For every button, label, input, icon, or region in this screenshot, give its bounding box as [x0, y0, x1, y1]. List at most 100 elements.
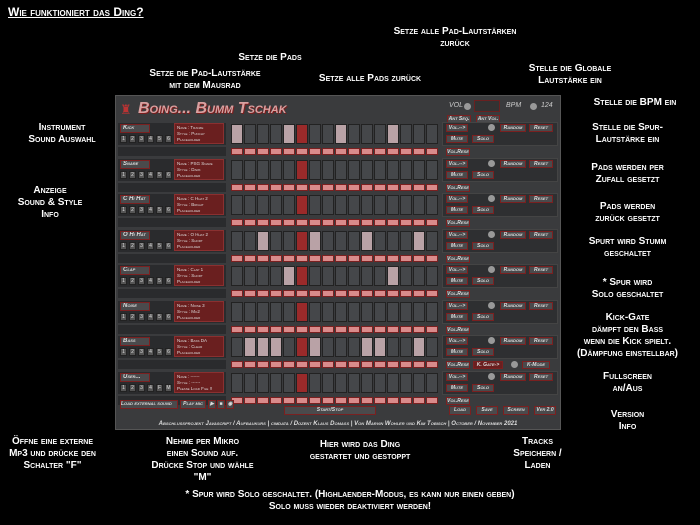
step-volume[interactable] — [231, 361, 243, 368]
step-volume[interactable] — [387, 148, 399, 155]
step-pad[interactable] — [231, 301, 243, 322]
step-pad[interactable] — [296, 372, 308, 393]
step-volume[interactable] — [348, 219, 360, 226]
play-mic-button[interactable]: Play mic — [180, 400, 206, 409]
sound-select-button[interactable]: 5 — [156, 241, 163, 250]
step-pad[interactable] — [413, 372, 425, 393]
sound-select-button[interactable]: 6 — [165, 170, 172, 179]
step-volume[interactable] — [361, 361, 373, 368]
step-pad[interactable] — [322, 230, 334, 251]
track-volume-knob[interactable] — [488, 301, 495, 309]
step-pad[interactable] — [413, 230, 425, 251]
step-volume[interactable] — [361, 325, 373, 333]
track-volume-button[interactable]: Vol.--> — [446, 230, 468, 239]
step-volume[interactable] — [296, 396, 308, 404]
step-volume[interactable] — [309, 361, 321, 368]
step-volume[interactable] — [244, 290, 256, 297]
step-pad[interactable] — [244, 372, 256, 393]
track-volume-button[interactable]: Vol.--> — [446, 124, 468, 132]
sound-select-button[interactable]: 6 — [165, 206, 172, 214]
step-pad[interactable] — [348, 337, 360, 357]
step-pad[interactable] — [244, 159, 256, 180]
step-volume[interactable] — [270, 396, 282, 404]
sound-select-button[interactable]: 1 — [120, 170, 127, 179]
step-volume[interactable] — [387, 290, 399, 297]
step-pad[interactable] — [426, 195, 438, 215]
step-pad[interactable] — [335, 372, 347, 393]
step-volume[interactable] — [361, 290, 373, 297]
mute-button[interactable]: Mute — [446, 135, 468, 143]
step-pad[interactable] — [400, 266, 412, 286]
step-pad[interactable] — [413, 266, 425, 286]
volume-reset-button[interactable]: Vol.Reset — [446, 219, 470, 227]
sound-select-button[interactable]: 4 — [147, 277, 154, 285]
step-volume[interactable] — [296, 183, 308, 191]
random-button[interactable]: Random — [500, 266, 526, 274]
step-volume[interactable] — [426, 325, 438, 333]
step-volume[interactable] — [426, 148, 438, 155]
sound-select-button[interactable]: 6 — [165, 241, 172, 250]
sound-select-button[interactable]: 5 — [156, 206, 163, 214]
step-pad[interactable] — [348, 159, 360, 180]
step-volume[interactable] — [374, 148, 386, 155]
random-button[interactable]: Random — [500, 372, 526, 381]
kick-gate-button[interactable]: K. Gate-> — [473, 361, 503, 369]
step-pad[interactable] — [361, 266, 373, 286]
step-pad[interactable] — [322, 195, 334, 215]
step-volume[interactable] — [374, 183, 386, 191]
step-volume[interactable] — [413, 219, 425, 226]
reset-button[interactable]: Reset — [529, 195, 553, 203]
solo-button[interactable]: Solo — [472, 348, 494, 356]
sound-select-button[interactable]: 3 — [138, 277, 145, 285]
step-volume[interactable] — [387, 183, 399, 191]
step-pad[interactable] — [296, 301, 308, 322]
step-pad[interactable] — [426, 124, 438, 144]
track-volume-knob[interactable] — [488, 372, 495, 380]
step-pad[interactable] — [270, 337, 282, 357]
step-pad[interactable] — [387, 159, 399, 180]
step-volume[interactable] — [309, 254, 321, 262]
step-pad[interactable] — [374, 230, 386, 251]
track-volume-knob[interactable] — [488, 266, 495, 273]
step-pad[interactable] — [361, 195, 373, 215]
step-volume[interactable] — [322, 183, 334, 191]
step-pad[interactable] — [374, 337, 386, 357]
step-pad[interactable] — [361, 159, 373, 180]
step-volume[interactable] — [257, 254, 269, 262]
sound-select-button[interactable]: 2 — [129, 312, 136, 321]
solo-button[interactable]: Solo — [472, 312, 494, 321]
step-pad[interactable] — [309, 159, 321, 180]
step-pad[interactable] — [283, 124, 295, 144]
sound-select-button[interactable]: 2 — [129, 383, 136, 392]
step-pad[interactable] — [244, 266, 256, 286]
sound-select-button[interactable]: 2 — [129, 277, 136, 285]
step-pad[interactable] — [309, 195, 321, 215]
step-pad[interactable] — [296, 159, 308, 180]
step-volume[interactable] — [257, 219, 269, 226]
step-volume[interactable] — [244, 219, 256, 226]
sound-select-button[interactable]: 1 — [120, 241, 127, 250]
step-volume[interactable] — [413, 254, 425, 262]
track-volume-button[interactable]: Vol.--> — [446, 337, 468, 345]
step-pad[interactable] — [257, 230, 269, 251]
solo-button[interactable]: Solo — [472, 383, 494, 392]
step-volume[interactable] — [257, 325, 269, 333]
step-pad[interactable] — [387, 195, 399, 215]
reset-button[interactable]: Reset — [529, 159, 553, 168]
step-volume[interactable] — [309, 183, 321, 191]
step-pad[interactable] — [270, 301, 282, 322]
step-pad[interactable] — [231, 124, 243, 144]
sound-select-button[interactable]: 5 — [156, 170, 163, 179]
random-button[interactable]: Random — [500, 124, 526, 132]
step-volume[interactable] — [374, 396, 386, 404]
step-pad[interactable] — [270, 159, 282, 180]
step-volume[interactable] — [426, 290, 438, 297]
step-pad[interactable] — [387, 266, 399, 286]
step-pad[interactable] — [322, 337, 334, 357]
solo-button[interactable]: Solo — [472, 206, 494, 214]
step-pad[interactable] — [231, 159, 243, 180]
step-volume[interactable] — [426, 254, 438, 262]
step-volume[interactable] — [335, 148, 347, 155]
step-pad[interactable] — [283, 372, 295, 393]
step-volume[interactable] — [309, 290, 321, 297]
